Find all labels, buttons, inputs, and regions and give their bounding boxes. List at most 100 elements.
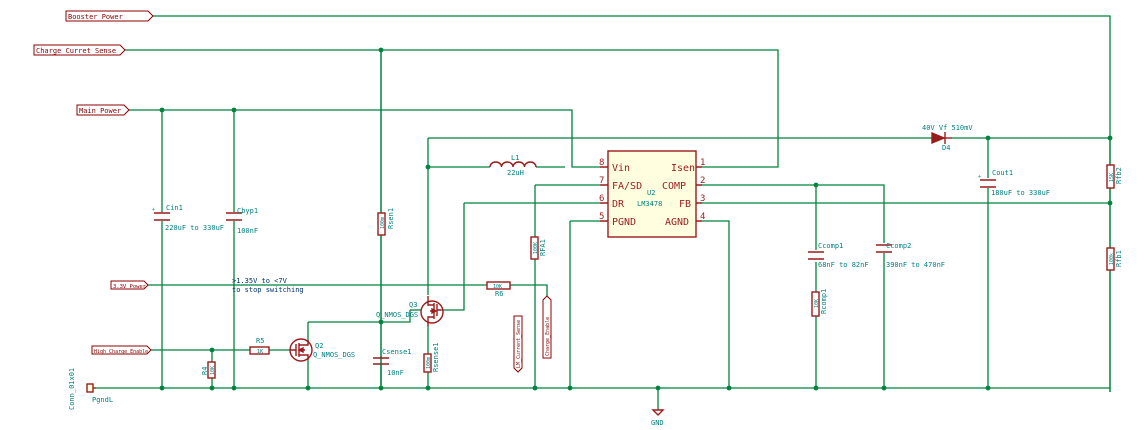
svg-text:10K: 10K bbox=[814, 299, 820, 308]
svg-text:15K: 15K bbox=[1109, 173, 1115, 182]
global-label-booster-power[interactable]: Booster_Power bbox=[65, 10, 154, 22]
svg-text:100nF: 100nF bbox=[237, 227, 258, 235]
pin-num-8: 8 bbox=[599, 158, 604, 168]
wires bbox=[96, 15, 1111, 410]
svg-text:High_Charge_Enable: High_Charge_Enable bbox=[94, 349, 148, 355]
svg-text:+: + bbox=[152, 207, 155, 213]
resistor-r6[interactable]: 10K R6 bbox=[486, 281, 511, 298]
pin-num-3: 3 bbox=[700, 194, 705, 204]
hier-label-charge-enable[interactable]: Charge_Enable bbox=[542, 295, 552, 359]
svg-text:+: + bbox=[978, 174, 981, 180]
svg-text:Charge_Enable: Charge_Enable bbox=[545, 317, 551, 356]
junction-dots bbox=[159, 47, 1113, 391]
svg-text:Q3: Q3 bbox=[409, 301, 417, 309]
capacitor-cbyp1[interactable]: Cbyp1 100nF bbox=[226, 207, 258, 235]
global-label-charge-sense[interactable]: Charge_Curret_Sense bbox=[33, 44, 126, 56]
svg-text:L1: L1 bbox=[511, 154, 519, 162]
mosfet-q3[interactable]: Q3 Q_NMOS_DGS bbox=[376, 296, 444, 326]
gnd-symbol[interactable]: GND bbox=[651, 409, 665, 427]
pin-num-2: 2 bbox=[700, 176, 705, 186]
resistor-rcomp1[interactable]: 10K Rcomp1 bbox=[811, 289, 828, 317]
pin-num-5: 5 bbox=[599, 212, 604, 222]
capacitor-csense1[interactable]: Csense1 10nF bbox=[373, 348, 412, 377]
svg-text:Q_NMOS_DGS: Q_NMOS_DGS bbox=[376, 311, 418, 319]
svg-text:Charge_Curret_Sense: Charge_Curret_Sense bbox=[36, 47, 116, 55]
pin-agnd: AGND bbox=[665, 217, 689, 228]
svg-text:Q2: Q2 bbox=[315, 342, 323, 350]
resistor-r4[interactable]: 10K R4 bbox=[201, 361, 216, 379]
pin-isen: Isen bbox=[671, 163, 695, 174]
svg-text:GND: GND bbox=[651, 419, 664, 427]
svg-text:68nF to 82nF: 68nF to 82nF bbox=[818, 261, 869, 269]
resistor-r5[interactable]: R5 1K bbox=[249, 337, 270, 355]
svg-text:40V Vf 510mV: 40V Vf 510mV bbox=[922, 124, 973, 132]
ic-value: LM3478 bbox=[637, 200, 662, 208]
svg-text:R5: R5 bbox=[256, 337, 264, 345]
svg-text:100m: 100m bbox=[426, 357, 432, 369]
svg-text:Q_NMOS_DGS: Q_NMOS_DGS bbox=[313, 351, 355, 359]
pin-pgnd: PGND bbox=[612, 217, 636, 228]
inductor-l1[interactable]: L1 22uH bbox=[489, 154, 537, 177]
svg-text:100K: 100K bbox=[533, 242, 539, 254]
svg-text:1K: 1K bbox=[257, 349, 263, 355]
svg-text:22uH: 22uH bbox=[507, 169, 524, 177]
svg-text:10K: 10K bbox=[493, 284, 502, 290]
pin-fb: FB bbox=[679, 199, 691, 210]
resistor-rsense1[interactable]: 100m Rsense1 bbox=[423, 342, 440, 373]
global-label-high-charge-enable[interactable]: High_Charge_Enable bbox=[91, 345, 152, 355]
svg-text:10K: 10K bbox=[210, 366, 216, 375]
svg-text:Rfb2: Rfb2 bbox=[1115, 167, 1123, 184]
svg-text:180uF to 330uF: 180uF to 330uF bbox=[991, 189, 1050, 197]
svg-text:to stop switching: to stop switching bbox=[232, 286, 304, 294]
svg-text:PgndL: PgndL bbox=[92, 396, 113, 404]
svg-text:Cbyp1: Cbyp1 bbox=[237, 207, 258, 215]
svg-text:R4: R4 bbox=[201, 367, 209, 375]
pin-num-7: 7 bbox=[599, 176, 604, 186]
svg-text:>1.35V to <7V: >1.35V to <7V bbox=[232, 277, 288, 285]
svg-text:Ccomp1: Ccomp1 bbox=[818, 242, 843, 250]
svg-text:3.3V_Power: 3.3V_Power bbox=[113, 284, 147, 290]
capacitor-cout1[interactable]: + Cout1 180uF to 330uF bbox=[978, 169, 1050, 197]
svg-text:D4: D4 bbox=[942, 144, 950, 152]
svg-text:Main_Power: Main_Power bbox=[79, 107, 121, 115]
resistor-rsen1[interactable]: 100m Rsen1 bbox=[377, 208, 395, 236]
svg-text:Rfb1: Rfb1 bbox=[1115, 250, 1123, 267]
note-text: >1.35V to <7V to stop switching bbox=[232, 277, 304, 294]
connector-pgndl[interactable]: Conn_01x01 PgndL bbox=[68, 368, 113, 410]
svg-text:Rsense1: Rsense1 bbox=[432, 342, 440, 372]
resistor-rfa1[interactable]: 100K RFA1 bbox=[530, 236, 547, 260]
pin-num-6: 6 bbox=[599, 194, 604, 204]
hier-label-lm-current-sense[interactable]: LM_Current_Sense bbox=[513, 315, 523, 373]
svg-text:Ccomp2: Ccomp2 bbox=[886, 242, 911, 250]
svg-text:220uF to 330uF: 220uF to 330uF bbox=[165, 224, 224, 232]
svg-text:Rcomp1: Rcomp1 bbox=[820, 289, 828, 314]
svg-text:100k: 100k bbox=[1109, 253, 1115, 265]
pin-num-4: 4 bbox=[700, 212, 705, 222]
svg-text:Cin1: Cin1 bbox=[166, 204, 183, 212]
pin-num-1: 1 bbox=[700, 158, 705, 168]
capacitor-ccomp1[interactable]: Ccomp1 68nF to 82nF bbox=[808, 242, 869, 269]
resistor-rfb2[interactable]: 15K Rfb2 bbox=[1106, 164, 1123, 189]
diode-d4[interactable]: 40V Vf 510mV D4 bbox=[922, 124, 973, 152]
svg-text:RFA1: RFA1 bbox=[539, 239, 547, 256]
mosfet-q2[interactable]: Q2 Q_NMOS_DGS bbox=[289, 338, 355, 362]
capacitor-cin1[interactable]: + Cin1 220uF to 330uF bbox=[152, 204, 224, 232]
pin-comp: COMP bbox=[662, 181, 686, 192]
global-label-3v3-power[interactable]: 3.3V_Power bbox=[110, 280, 149, 290]
ic-u2[interactable]: U2 LM3478 Vin FA/SD DR PGND Isen COMP FB… bbox=[599, 150, 705, 238]
svg-text:Cout1: Cout1 bbox=[992, 169, 1013, 177]
svg-text:10nF: 10nF bbox=[387, 369, 404, 377]
capacitor-ccomp2[interactable]: Ccomp2 390nF to 470nF bbox=[876, 242, 945, 269]
svg-text:Booster_Power: Booster_Power bbox=[68, 13, 123, 21]
pin-dr: DR bbox=[612, 199, 625, 210]
resistor-rfb1[interactable]: 100k Rfb1 bbox=[1106, 247, 1123, 271]
svg-text:100m: 100m bbox=[380, 217, 386, 229]
svg-text:Rsen1: Rsen1 bbox=[387, 208, 395, 229]
pin-fasd: FA/SD bbox=[612, 181, 642, 192]
svg-text:390nF to 470nF: 390nF to 470nF bbox=[886, 261, 945, 269]
svg-text:Conn_01x01: Conn_01x01 bbox=[68, 368, 76, 410]
global-label-main-power[interactable]: Main_Power bbox=[76, 104, 130, 116]
ic-ref: U2 bbox=[647, 189, 655, 197]
svg-text:LM_Current_Sense: LM_Current_Sense bbox=[516, 320, 522, 368]
